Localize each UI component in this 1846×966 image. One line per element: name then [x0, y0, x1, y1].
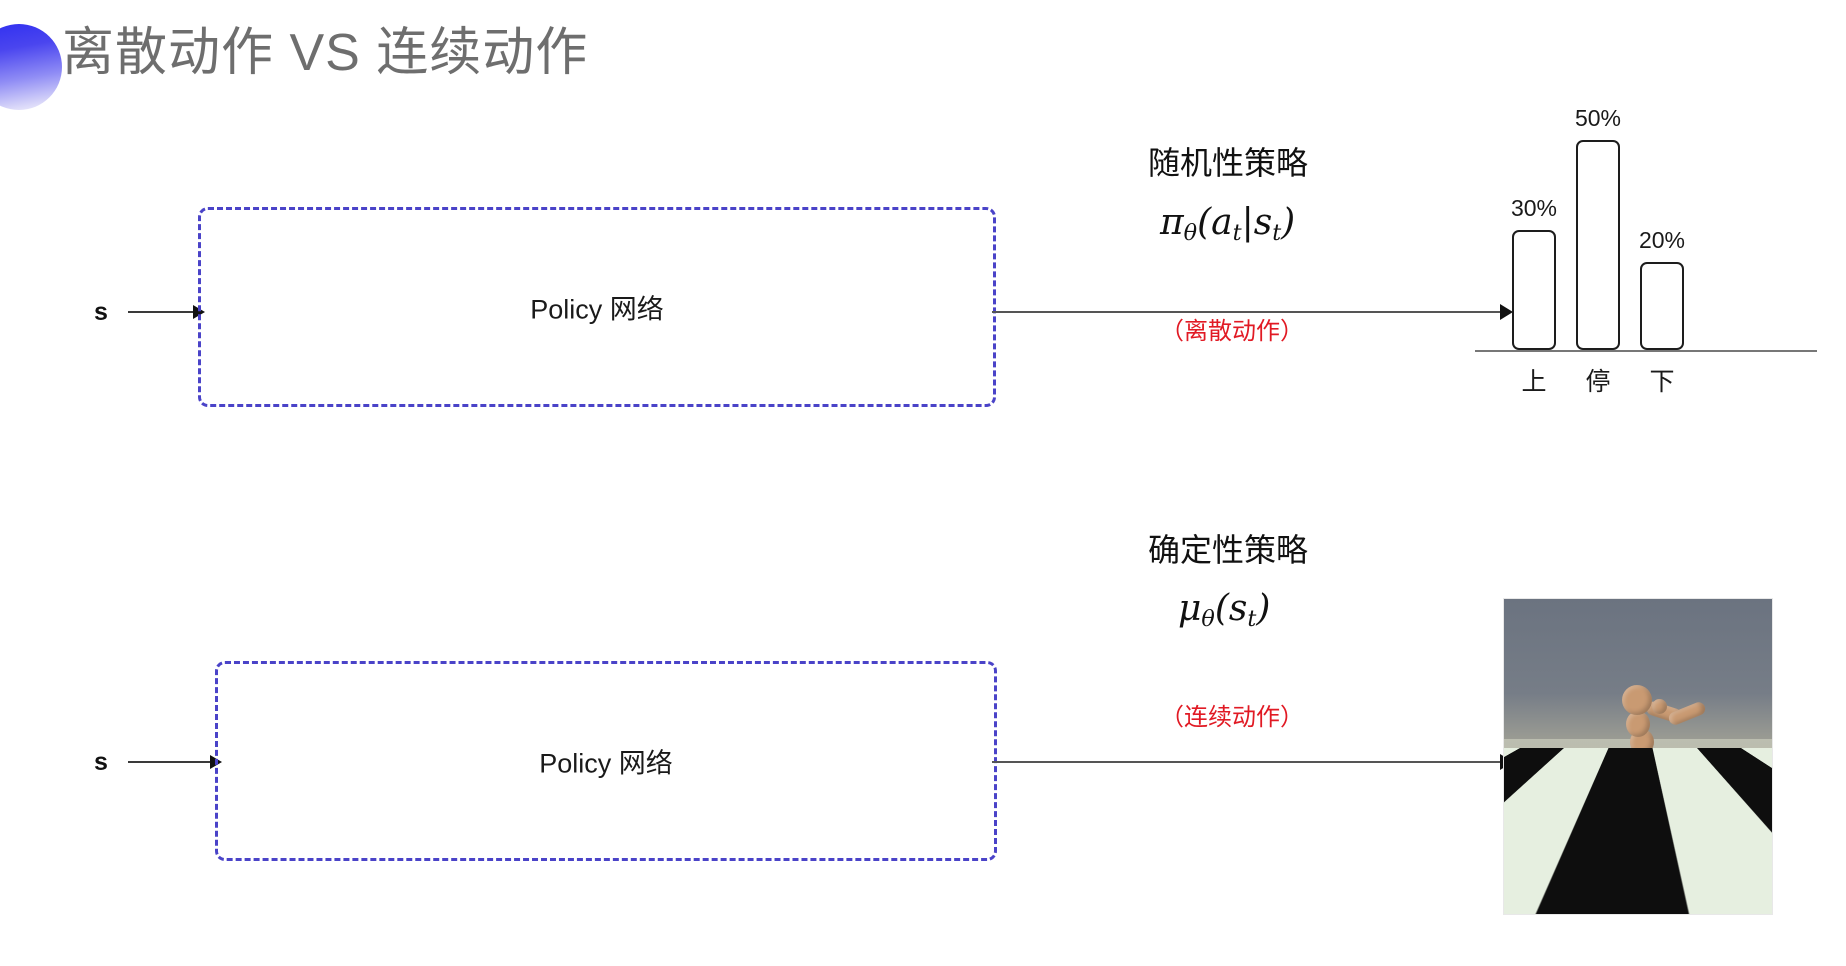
policy-network-box-top[interactable]: Policy 网络 [198, 207, 996, 407]
bar-category-label: 下 [1649, 368, 1675, 396]
formula-sub-t2: t [1272, 220, 1282, 247]
formula-pi: π [1160, 202, 1184, 243]
humanoid-upper-torso [1626, 711, 1650, 737]
bar-value-label: 30% [1510, 195, 1558, 221]
bar-rect [1640, 262, 1684, 350]
page-title: 离散动作 VS 连续动作 [62, 24, 589, 82]
formula-mu: μ [1178, 588, 1202, 629]
policy-network-label-top: Policy 网络 [530, 294, 664, 325]
continuous-action-note: （连续动作） [1160, 704, 1304, 731]
formula-open-a: (a [1197, 202, 1233, 243]
output-arrow-top [992, 304, 1513, 320]
formula-close: ) [1256, 588, 1271, 629]
bar-value-label: 20% [1638, 227, 1686, 253]
bar-value-label: 50% [1574, 105, 1622, 131]
chart-baseline-axis [1475, 350, 1817, 352]
policy-network-label-bottom: Policy 网络 [539, 748, 673, 779]
stochastic-policy-heading: 随机性策略 [1148, 145, 1309, 181]
bar-rect [1576, 140, 1620, 350]
formula-sub-t1: t [1232, 220, 1242, 247]
output-arrow-bottom [992, 754, 1513, 770]
policy-network-box-bottom[interactable]: Policy 网络 [215, 661, 997, 861]
formula-close: ) [1281, 202, 1296, 243]
formula-mid-s: |s [1241, 202, 1273, 243]
title-decoration-circle [0, 24, 62, 110]
bar-category-label: 停 [1585, 368, 1611, 396]
formula-sub-theta: θ [1183, 220, 1198, 247]
formula-open-s: (s [1214, 588, 1248, 629]
action-probability-bar-chart: 30% 50% 20% 上 停 下 [1470, 96, 1830, 396]
humanoid-lower-torso [1634, 749, 1656, 773]
humanoid-simulation-image [1503, 598, 1773, 915]
formula-sub-theta: θ [1201, 606, 1215, 633]
humanoid-fist [1652, 699, 1667, 714]
state-label-top: s [94, 298, 108, 326]
input-arrow-top [128, 305, 205, 319]
discrete-action-note: （离散动作） [1160, 318, 1304, 345]
bar-rect [1512, 230, 1556, 350]
humanoid-back-knee [1596, 833, 1618, 855]
humanoid-head [1622, 685, 1652, 715]
state-label-bottom: s [94, 748, 108, 776]
deterministic-policy-formula: μθ(st) [1178, 588, 1270, 632]
stochastic-policy-formula: πθ(at|st) [1160, 202, 1295, 246]
humanoid-reflection [1596, 875, 1666, 909]
input-arrow-bottom [128, 755, 222, 769]
bar-category-label: 上 [1521, 368, 1547, 396]
formula-sub-t1: t [1247, 606, 1257, 633]
deterministic-policy-heading: 确定性策略 [1148, 532, 1309, 568]
